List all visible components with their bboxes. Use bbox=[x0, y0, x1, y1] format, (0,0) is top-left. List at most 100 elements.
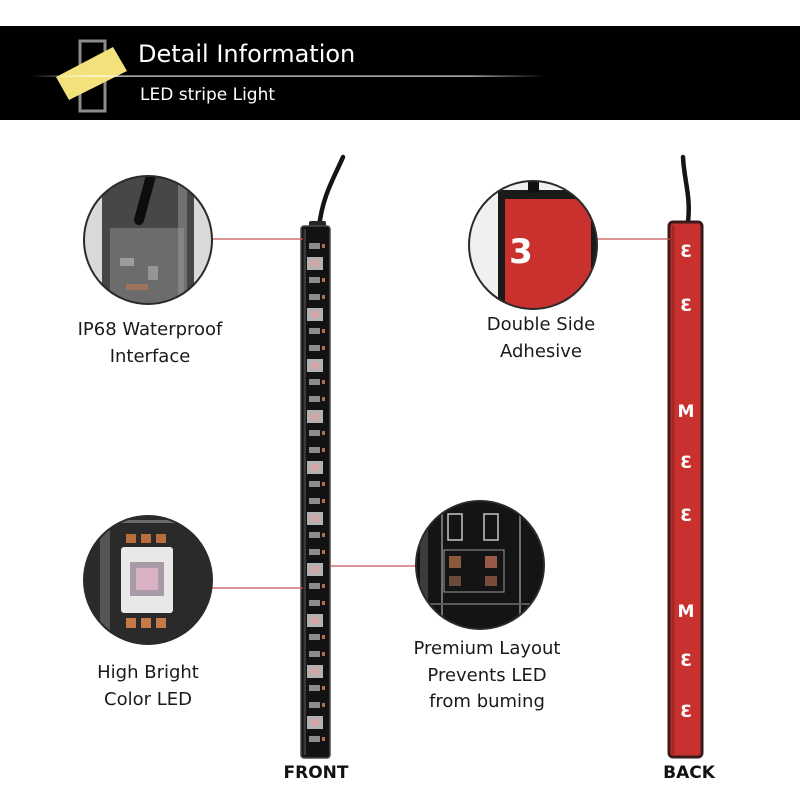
tape-logo-mark: 3 bbox=[680, 242, 692, 262]
zoom4-background bbox=[416, 501, 544, 629]
header-title: Detail Information bbox=[138, 40, 356, 68]
resistor bbox=[309, 532, 320, 538]
copper-pad bbox=[322, 346, 325, 350]
zoom1-translucent-area bbox=[110, 228, 184, 304]
tape-logo-mark: M bbox=[678, 602, 695, 622]
zoom3-led-die bbox=[136, 568, 158, 590]
zoom2-tape-mark: 3 bbox=[509, 232, 533, 272]
zoom-circle-color-led bbox=[83, 515, 213, 645]
copper-pad bbox=[322, 635, 325, 639]
front-strip-sheen bbox=[303, 229, 306, 755]
zoom1-pcb-part bbox=[126, 284, 148, 290]
zoom-circle-layout bbox=[415, 500, 545, 630]
resistor bbox=[309, 430, 320, 436]
zoom4-chip-outline bbox=[443, 549, 505, 593]
copper-pad bbox=[322, 295, 325, 299]
zoom1-cable bbox=[134, 176, 157, 225]
header-band bbox=[0, 26, 800, 120]
zoom3-copper-pad bbox=[156, 534, 166, 543]
resistor bbox=[309, 396, 320, 402]
resistor bbox=[309, 736, 320, 742]
copper-pad bbox=[322, 499, 325, 503]
front-cable bbox=[316, 154, 346, 231]
zoom4-strip-edge bbox=[420, 502, 428, 629]
resistor bbox=[309, 702, 320, 708]
resistor bbox=[309, 634, 320, 640]
led-die bbox=[311, 515, 319, 522]
copper-pad bbox=[322, 448, 325, 452]
led-die bbox=[311, 362, 319, 369]
zoom3-copper-pad bbox=[156, 618, 166, 628]
callout-label-layout: Premium Layout Prevents LED from buming bbox=[377, 636, 597, 716]
tape-logo-mark: 3 bbox=[680, 296, 692, 316]
copper-pad bbox=[322, 431, 325, 435]
tape-logo-mark: 3 bbox=[680, 702, 692, 722]
zoom4-resistor bbox=[483, 513, 499, 541]
copper-pad bbox=[322, 737, 325, 741]
led-die bbox=[311, 464, 319, 471]
header-background bbox=[0, 26, 800, 120]
zoom-circle-adhesive: 3 bbox=[468, 180, 598, 310]
tape-logo-mark: 3 bbox=[680, 651, 692, 671]
led-die bbox=[311, 311, 319, 318]
zoom4-copper-pad bbox=[449, 576, 461, 586]
resistor bbox=[309, 651, 320, 657]
resistor bbox=[309, 379, 320, 385]
back-strip-body bbox=[667, 220, 704, 759]
copper-pad bbox=[322, 397, 325, 401]
led-die bbox=[311, 566, 319, 573]
copper-pad bbox=[322, 244, 325, 248]
led-die bbox=[311, 260, 319, 267]
zoom1-pcb-part bbox=[148, 266, 158, 280]
callout-label-waterproof: IP68 Waterproof Interface bbox=[40, 316, 260, 370]
tape-logo-mark: M bbox=[678, 402, 695, 422]
zoom2-outline bbox=[468, 180, 598, 310]
copper-pad bbox=[322, 703, 325, 707]
zoom3-copper-pad bbox=[126, 618, 136, 628]
zoom4-copper-pad bbox=[485, 556, 497, 568]
zoom1-pcb-part bbox=[120, 258, 134, 266]
zoom2-cable bbox=[528, 181, 539, 193]
zoom3-trace bbox=[120, 520, 176, 523]
front-view-label: FRONT bbox=[283, 763, 349, 783]
back-strip-edge bbox=[671, 225, 675, 754]
led-die bbox=[311, 668, 319, 675]
callout-line-text: High Bright bbox=[97, 662, 199, 683]
tape-logo-mark: 3 bbox=[680, 506, 692, 526]
zoom3-strip-edge bbox=[100, 516, 110, 644]
back-view-label: BACK bbox=[663, 763, 715, 783]
copper-pad bbox=[322, 601, 325, 605]
copper-pad bbox=[322, 329, 325, 333]
callout-line-text: Adhesive bbox=[499, 341, 582, 362]
resistor bbox=[309, 243, 320, 249]
resistor bbox=[309, 328, 320, 334]
resistor bbox=[309, 549, 320, 555]
zoom4-resistor bbox=[447, 513, 463, 541]
copper-pad bbox=[322, 652, 325, 656]
front-led-components bbox=[307, 243, 325, 742]
copper-pad bbox=[322, 533, 325, 537]
zoom3-outline bbox=[83, 515, 213, 645]
header-yellow-tag-icon bbox=[56, 47, 127, 100]
copper-pad bbox=[322, 584, 325, 588]
led-die bbox=[311, 617, 319, 624]
resistor bbox=[309, 447, 320, 453]
zoom1-highlight bbox=[178, 180, 187, 304]
callout-label-adhesive: Double Side Adhesive bbox=[441, 311, 641, 365]
copper-pad bbox=[322, 686, 325, 690]
resistor bbox=[309, 481, 320, 487]
back-cable bbox=[680, 154, 691, 225]
resistor bbox=[309, 600, 320, 606]
zoom3-copper-pad bbox=[141, 534, 151, 543]
resistor bbox=[309, 345, 320, 351]
zoom4-outline bbox=[415, 500, 545, 630]
callout-line-text: Premium Layout bbox=[413, 638, 561, 659]
copper-pad bbox=[322, 550, 325, 554]
zoom4-copper-pad bbox=[449, 556, 461, 568]
tape-logo-mark: 3 bbox=[680, 453, 692, 473]
zoom4-copper-pad bbox=[485, 576, 497, 586]
zoom-circle-waterproof bbox=[83, 175, 213, 305]
